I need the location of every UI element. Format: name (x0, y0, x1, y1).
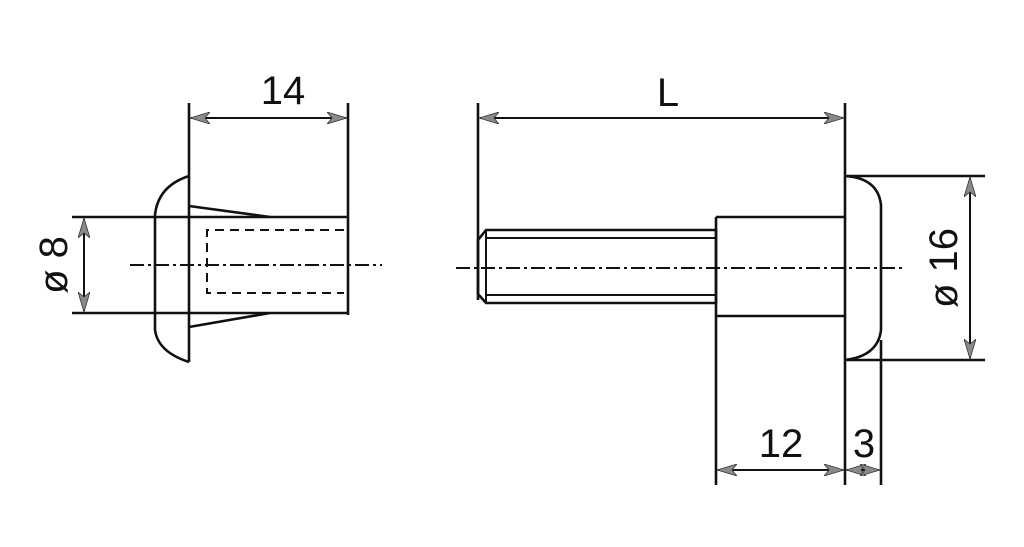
dimension-3-label: 3 (853, 422, 875, 466)
dimension-diameter-16: ø 16 (922, 178, 970, 358)
dimension-12: 12 (718, 422, 843, 470)
dimension-diameter-8: ø 8 (32, 219, 84, 311)
dimension-14: 14 (191, 69, 346, 118)
dimension-3: 3 (847, 422, 879, 470)
dimension-diameter-16-label: ø 16 (922, 228, 966, 308)
dimension-14-label: 14 (261, 69, 306, 113)
sleeve-part (72, 103, 382, 364)
dimension-L: L (480, 71, 843, 118)
dimension-diameter-8-label: ø 8 (32, 236, 76, 294)
bolt-part (456, 103, 985, 485)
dimension-L-label: L (657, 71, 679, 115)
dimension-12-label: 12 (759, 422, 804, 466)
